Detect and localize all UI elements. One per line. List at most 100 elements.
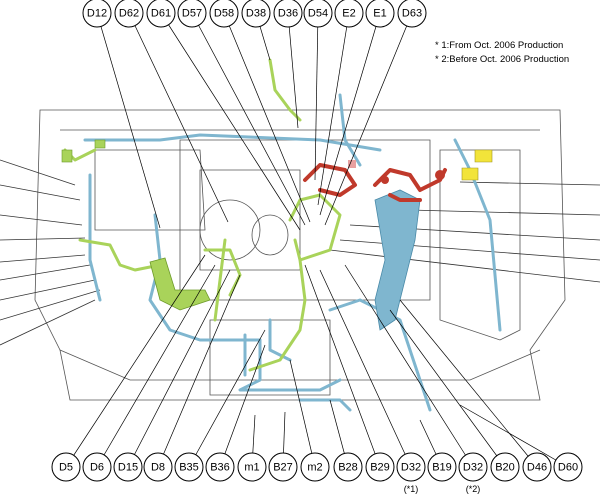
note-before-oct-2006: * 2:Before Oct. 2006 Production: [435, 54, 569, 65]
connector-badge: [458, 452, 488, 482]
connector-label: D54: [308, 8, 328, 20]
connector-d61: D61: [146, 0, 301, 231]
connector-badge: [177, 0, 207, 28]
connector-label: D32: [463, 462, 483, 474]
connector-label: D63: [402, 8, 422, 20]
connector-label: D57: [182, 8, 202, 20]
connector-d62: D62: [114, 0, 229, 223]
connector-d32: D32: [319, 269, 426, 482]
connector-badge: [300, 452, 330, 482]
leader-line: [128, 12, 229, 223]
connector-d63: D63: [324, 0, 427, 226]
connector-d8: D8: [143, 274, 241, 482]
leader-line: [317, 12, 350, 206]
connector-d38: D38: [241, 0, 271, 61]
d32-sub-label-2: (*2): [466, 484, 481, 494]
connector-badge: [365, 0, 395, 28]
leader-line: [287, 12, 299, 129]
connector-badge: [82, 452, 112, 482]
connector-d60: D60: [459, 404, 583, 482]
leader-line: [191, 12, 306, 226]
connector-badge: [237, 452, 267, 482]
leader-line: [127, 269, 231, 468]
connector-d54: D54: [303, 0, 333, 181]
connector-badge: [397, 0, 427, 28]
connector-badge: [333, 452, 363, 482]
leader-line: [344, 264, 474, 468]
connector-label: m1: [244, 462, 259, 474]
connector-d58: D58: [209, 0, 311, 223]
connector-b36: B36: [205, 344, 266, 482]
leader-line: [223, 12, 311, 223]
d32-sub-label-1: (*1): [404, 484, 419, 494]
leader-line: [389, 309, 506, 468]
connector-b27: B27: [268, 411, 298, 482]
connector-label: B19: [432, 462, 452, 474]
connector-d15: D15: [113, 269, 231, 482]
connector-badge: [146, 0, 176, 28]
connector-label: D32: [401, 462, 421, 474]
leader-line: [399, 299, 538, 468]
connector-d6: D6: [82, 264, 216, 482]
connector-label: E2: [342, 8, 355, 20]
connector-label: E1: [373, 8, 386, 20]
connector-label: D8: [151, 462, 165, 474]
leader-line: [319, 269, 412, 468]
leader-line: [324, 12, 413, 226]
leader-line: [160, 12, 301, 231]
connector-d12: D12: [82, 0, 161, 229]
connector-label: B29: [370, 462, 390, 474]
red-harness: [303, 163, 447, 202]
green-harness: [61, 58, 342, 372]
connector-b35: B35: [174, 329, 266, 482]
leader-line: [304, 264, 381, 468]
bottom-sub-labels: (*1) (*2): [404, 484, 481, 494]
leader-line: [219, 344, 266, 468]
pink-component: [348, 160, 356, 168]
connector-label: B28: [338, 462, 358, 474]
connector-label: B35: [179, 462, 199, 474]
connector-label: D46: [527, 462, 547, 474]
connector-e1: E1: [319, 0, 395, 216]
leader-line: [157, 274, 241, 468]
connector-badge: [427, 452, 457, 482]
connector-badge: [209, 0, 239, 28]
leader-line: [289, 359, 316, 468]
connector-d46: D46: [399, 299, 552, 482]
yellow-connector: [461, 149, 493, 181]
leader-line: [459, 404, 569, 468]
connector-label: D15: [118, 462, 138, 474]
leader-line: [65, 254, 206, 468]
connector-b28: B28: [329, 399, 363, 482]
connector-m2: m2: [289, 359, 330, 482]
connector-label: D60: [558, 462, 578, 474]
connector-label: D58: [214, 8, 234, 20]
connector-label: D38: [246, 8, 266, 20]
connector-b19: B19: [419, 419, 457, 482]
leader-line: [314, 12, 319, 181]
connector-badge: [303, 0, 333, 28]
connector-label: D62: [119, 8, 139, 20]
connector-d5: D5: [51, 254, 206, 482]
connector-badge: [334, 0, 364, 28]
connector-d36: D36: [273, 0, 303, 129]
connector-label: D6: [90, 462, 104, 474]
connector-badge: [143, 452, 173, 482]
leader-line: [96, 264, 216, 468]
connector-label: D61: [151, 8, 171, 20]
connector-badge: [114, 0, 144, 28]
connector-label: D5: [59, 462, 73, 474]
connector-label: m2: [307, 462, 322, 474]
connector-b29: B29: [304, 264, 395, 482]
connector-badge: [82, 0, 112, 28]
connector-badge: [268, 452, 298, 482]
connector-badge: [522, 452, 552, 482]
connector-badge: [205, 452, 235, 482]
leader-line: [96, 12, 161, 229]
connector-m1: m1: [237, 414, 267, 482]
connector-badge: [241, 0, 271, 28]
connector-d32: D32: [344, 264, 488, 482]
connector-label: B27: [273, 462, 293, 474]
